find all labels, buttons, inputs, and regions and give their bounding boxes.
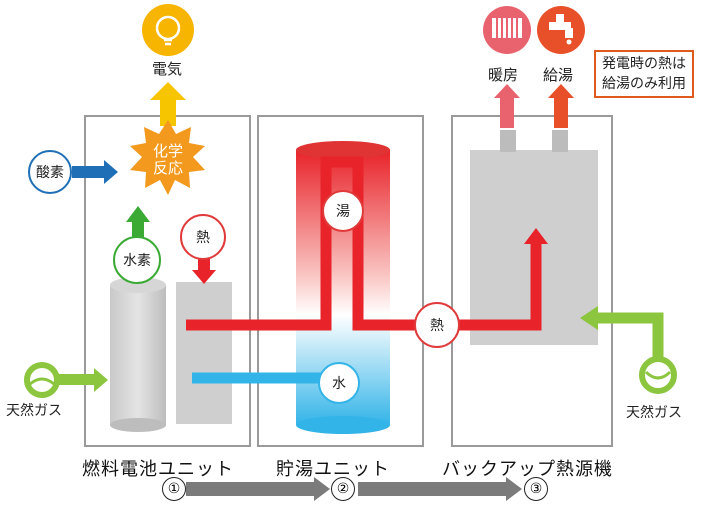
step-1: ① [162, 477, 186, 501]
step-2: ② [331, 477, 355, 501]
oxygen-circle: 酸素 [28, 150, 72, 194]
electricity-output-arrow [150, 82, 186, 126]
reaction-line-2: 反応 [152, 159, 183, 177]
heating-radiator-icon [483, 6, 531, 54]
reaction-line-1: 化学 [152, 142, 183, 160]
hot-pipe-arrowhead [524, 228, 548, 244]
hydrogen-circle: 水素 [113, 236, 161, 284]
hot-pipe-fuel-to-tank [186, 156, 430, 331]
heating-label: 暖房 [488, 66, 519, 84]
light-bulb-icon [142, 4, 194, 56]
fuel-cell-gas-inlet [24, 362, 108, 398]
hydrogen-label: 水素 [123, 253, 151, 269]
water-label: 水 [332, 376, 346, 392]
fuel-cell-heat-circle: 熱 [180, 214, 226, 260]
step-3: ③ [524, 477, 548, 501]
flow-arrow-1-2 [186, 477, 330, 501]
note-line-1: 発電時の熱は [602, 56, 686, 72]
fuel-cell-heat-label: 熱 [196, 230, 210, 246]
pipe-heat-label: 熱 [430, 318, 444, 334]
hot-water-label: 湯 [336, 204, 350, 220]
faucet-icon [537, 6, 585, 54]
fuel-cell-unit-label: 燃料電池ユニット [82, 459, 234, 480]
water-circle: 水 [318, 362, 360, 404]
hot-pipe-to-backup [430, 240, 542, 331]
backup-water-outlet [552, 130, 568, 152]
fuel-cell-gas-label: 天然ガス [6, 403, 62, 419]
chemical-reaction-burst [130, 120, 205, 195]
reaction-label: 化学 反応 [150, 143, 186, 177]
storage-unit-label: 貯湯ユニット [276, 459, 390, 480]
note-box: 発電時の熱は 給湯のみ利用 [594, 50, 694, 98]
pipe-heat-circle: 熱 [414, 302, 460, 348]
hot-water-supply-label: 給湯 [543, 66, 574, 84]
backup-gas-label: 天然ガス [626, 405, 682, 421]
note-line-2: 給湯のみ利用 [602, 76, 686, 92]
backup-heating-outlet [500, 130, 516, 152]
oxygen-label: 酸素 [36, 165, 64, 181]
backup-unit-label: バックアップ熱源機 [442, 459, 613, 480]
heating-output-arrow [494, 84, 520, 128]
flow-arrow-2-3 [358, 477, 522, 501]
oxygen-arrow [72, 160, 118, 184]
hot-water-circle: 湯 [322, 190, 364, 232]
electricity-label: 電気 [152, 60, 183, 78]
heat-arrow-down [192, 256, 216, 284]
backup-gas-inlet [580, 306, 677, 394]
hot-water-output-arrow [548, 84, 574, 128]
fuel-cell-stack [110, 277, 166, 432]
heat-exchanger-box [176, 282, 232, 424]
